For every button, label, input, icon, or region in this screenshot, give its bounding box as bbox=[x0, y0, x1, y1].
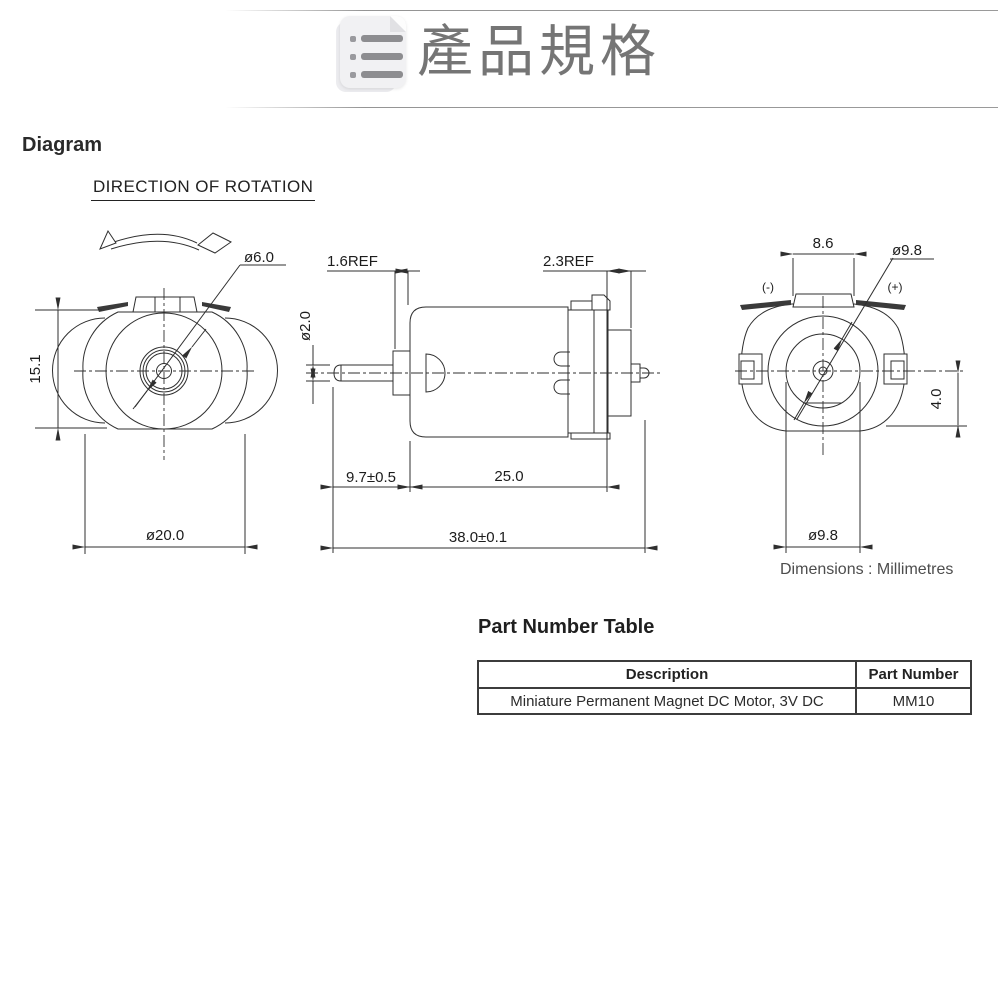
dim-bush-ref: 1.6REF bbox=[327, 253, 378, 270]
terminal-block bbox=[792, 293, 855, 308]
terminal-edge bbox=[570, 300, 593, 311]
front-view: ø6.0 15.1 ø20.0 bbox=[27, 229, 286, 554]
dim-body-dia: ø20.0 bbox=[146, 527, 184, 544]
dim-flat-offset: 4.0 bbox=[928, 389, 945, 410]
pos-terminal-tab bbox=[856, 300, 906, 310]
dim-overall-length: 38.0±0.1 bbox=[449, 529, 507, 546]
header-bottom-rule bbox=[225, 107, 998, 108]
rear-view: (-) (+) 8.6 ø9.8 4.0 ø9.8 bbox=[735, 235, 967, 553]
dim-shaft-length: 9.7±0.5 bbox=[346, 469, 396, 486]
side-view: ø2.0 1.6REF 2.3REF 9.7±0.5 25.0 bbox=[297, 253, 662, 553]
units-note: Dimensions : Millimetres bbox=[780, 561, 954, 578]
rotation-arrow-tail bbox=[197, 232, 232, 254]
brush-hook bbox=[553, 379, 570, 395]
part-number-table: Description Part Number Miniature Perman… bbox=[477, 660, 972, 715]
motor-can-front bbox=[82, 311, 248, 430]
neg-terminal-label: (-) bbox=[762, 280, 774, 294]
motor-can-side bbox=[409, 306, 569, 438]
top-clip-tab bbox=[132, 296, 198, 313]
page-fold-icon bbox=[390, 16, 406, 32]
dim-rear-ref: 2.3REF bbox=[543, 253, 594, 270]
endbell-plate bbox=[567, 309, 595, 434]
rotation-arrowhead bbox=[99, 229, 117, 250]
left-wing-tab bbox=[97, 302, 128, 312]
direction-of-rotation-label: DIRECTION OF ROTATION bbox=[91, 177, 316, 201]
dim-shaft-dia: ø2.0 bbox=[297, 311, 314, 341]
rotation-arrow-arc bbox=[113, 233, 198, 244]
col-part-number: Part Number bbox=[855, 660, 972, 689]
table-header-row: Description Part Number bbox=[477, 660, 972, 689]
header-top-rule bbox=[225, 10, 998, 11]
part-table-heading: Part Number Table bbox=[478, 616, 655, 638]
dim-hub-dia-leader: ø9.8 bbox=[892, 242, 922, 259]
col-description: Description bbox=[477, 660, 857, 689]
right-wing-tab bbox=[202, 302, 231, 312]
brush-hook bbox=[553, 351, 570, 367]
dim-terminal-span: 8.6 bbox=[813, 235, 834, 252]
spec-document-icon bbox=[336, 16, 410, 92]
dim-body-length: 25.0 bbox=[494, 468, 523, 485]
dim-height: 15.1 bbox=[27, 354, 44, 383]
pos-terminal-label: (+) bbox=[888, 280, 903, 294]
dim-hub-dia-bottom: ø9.8 bbox=[808, 527, 838, 544]
cell-description: Miniature Permanent Magnet DC Motor, 3V … bbox=[477, 687, 857, 715]
neg-terminal-tab bbox=[740, 300, 791, 310]
diagram-heading: Diagram bbox=[22, 134, 103, 156]
table-row: Miniature Permanent Magnet DC Motor, 3V … bbox=[477, 687, 972, 715]
page-title: 產品規格 bbox=[417, 20, 661, 83]
dim-boss-dia: ø6.0 bbox=[244, 249, 274, 266]
cell-part-number: MM10 bbox=[855, 687, 972, 715]
